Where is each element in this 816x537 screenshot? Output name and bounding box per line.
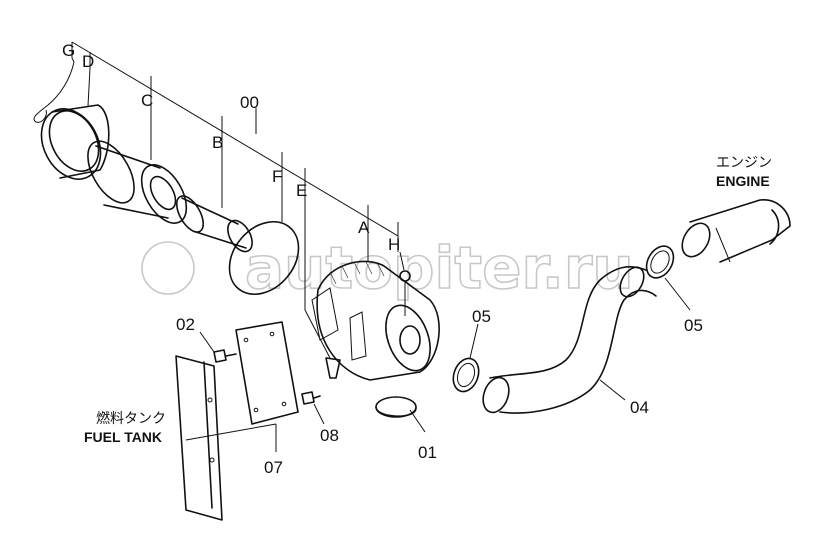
assembly-bracket [71,41,399,237]
part-08-bolt [301,391,325,425]
label-d: D [82,52,94,71]
engine-label-en: ENGINE [716,173,770,189]
part-f-gasket [228,166,300,296]
engine-label-jp: エンジン [716,155,772,171]
label-h: H [388,235,400,254]
label-a: A [358,218,370,237]
label-e: E [296,181,307,200]
label-g: G [62,41,75,60]
engine-elbow [681,199,791,263]
label-b: B [212,133,223,152]
part-01-rubber-valve [375,396,426,433]
label-c: C [141,91,153,110]
part-02-bolt [199,331,237,363]
label-02: 02 [176,315,195,334]
part-g-cord [33,57,75,123]
part-b-inner-element [175,130,253,253]
part-a-housing [311,216,440,381]
label-05-left: 05 [472,307,491,326]
part-07-plate [235,321,299,452]
label-01: 01 [418,443,437,462]
label-00: 00 [240,93,259,112]
part-h-indicator [397,236,411,316]
label-f: F [272,167,282,186]
fuel-tank-bracket [175,355,277,521]
part-04-hose [482,266,657,414]
fuel-tank-label-en: FUEL TANK [84,429,162,445]
part-c-outer-element [87,90,188,224]
label-07: 07 [264,458,283,477]
label-04: 04 [630,398,649,417]
fuel-tank-label-jp: 燃料タンク [96,410,166,427]
part-05-clamp-left [452,323,480,393]
part-d-cover-ring [40,67,110,180]
watermark-text: autopiter.ru [245,234,634,302]
label-08: 08 [320,426,339,445]
watermark: autopiter.ru [141,233,635,303]
label-05-right: 05 [684,316,703,335]
part-05-clamp-right [645,245,691,311]
